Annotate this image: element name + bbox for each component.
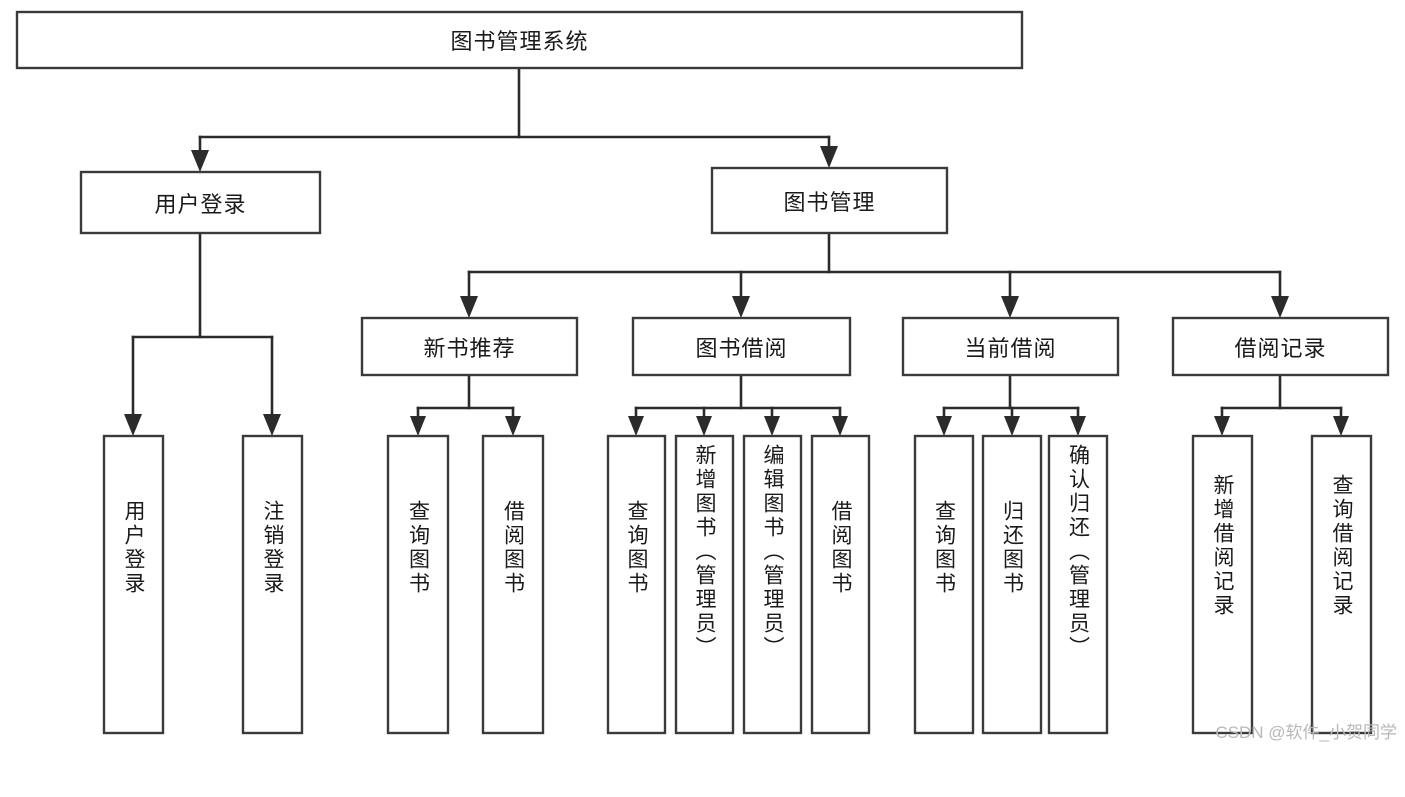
node-leaf-user-login[interactable] xyxy=(102,434,165,735)
node-book-borrow[interactable] xyxy=(631,316,852,377)
arrow-head-bookborrow xyxy=(732,296,750,318)
arrow-head-borrowrecord-leaf1 xyxy=(1214,416,1230,436)
node-leaf-query-book-current[interactable] xyxy=(913,434,975,735)
arrow-head-bookmgmt xyxy=(820,146,838,168)
node-borrow-record[interactable] xyxy=(1171,316,1390,377)
connector-group-currentborrow xyxy=(936,373,1086,436)
arrow-head-userlogin xyxy=(191,150,209,172)
arrow-head-currentborrow-leaf1 xyxy=(936,416,952,436)
arrow-head-currentborrow-leaf3 xyxy=(1070,416,1086,436)
arrow-head-currentborrow xyxy=(1001,296,1019,318)
node-leaf-confirm-return-admin[interactable] xyxy=(1047,434,1109,735)
arrow-head-leaf-logout xyxy=(263,414,281,436)
node-leaf-return-book[interactable] xyxy=(981,434,1043,735)
connector-group-bookborrow xyxy=(628,373,848,436)
arrow-head-currentborrow-leaf2 xyxy=(1004,416,1020,436)
node-leaf-query-book-borrow[interactable] xyxy=(606,434,667,735)
node-leaf-borrow-book[interactable] xyxy=(810,434,871,735)
arrow-head-bookborrow-leaf3 xyxy=(764,416,780,436)
arrow-head-bookborrow-leaf1 xyxy=(628,416,644,436)
node-leaf-borrow-book-newbook[interactable] xyxy=(481,434,545,735)
diagram-canvas: 图书管理系统 用户登录 图书管理 新书推荐 图书借阅 当前借阅 借阅记录 用户登… xyxy=(15,10,1397,742)
node-current-borrow[interactable] xyxy=(901,316,1120,377)
arrow-head-bookborrow-leaf4 xyxy=(832,416,848,436)
arrow-head-borrowrecord-leaf2 xyxy=(1333,416,1349,436)
node-leaf-edit-book-admin[interactable] xyxy=(742,434,803,735)
connector-group-borrowrecord xyxy=(1214,373,1349,436)
arrow-head-newbook xyxy=(460,296,478,318)
connector-group-bookmgmt xyxy=(460,231,1289,318)
arrow-head-bookborrow-leaf2 xyxy=(696,416,712,436)
arrow-head-leaf-user-login xyxy=(124,414,142,436)
node-leaf-add-borrow-record[interactable] xyxy=(1191,434,1254,735)
arrow-head-newbook-leaf2 xyxy=(505,416,521,436)
connector-group-root xyxy=(191,66,838,172)
node-new-book-recommend[interactable] xyxy=(360,316,579,377)
node-book-management[interactable] xyxy=(710,166,949,235)
node-leaf-query-borrow-record[interactable] xyxy=(1310,434,1373,735)
connector-group-userlogin xyxy=(124,231,281,436)
node-root-system[interactable] xyxy=(15,10,1024,70)
node-leaf-query-book-newbook[interactable] xyxy=(386,434,450,735)
connector-group-newbook xyxy=(410,373,521,436)
arrow-head-borrowrecord xyxy=(1271,296,1289,318)
arrow-head-newbook-leaf1 xyxy=(410,416,426,436)
node-leaf-add-book-admin[interactable] xyxy=(674,434,735,735)
node-user-login[interactable] xyxy=(79,170,322,235)
hierarchy-diagram-svg xyxy=(15,10,1390,735)
node-leaf-logout[interactable] xyxy=(241,434,304,735)
